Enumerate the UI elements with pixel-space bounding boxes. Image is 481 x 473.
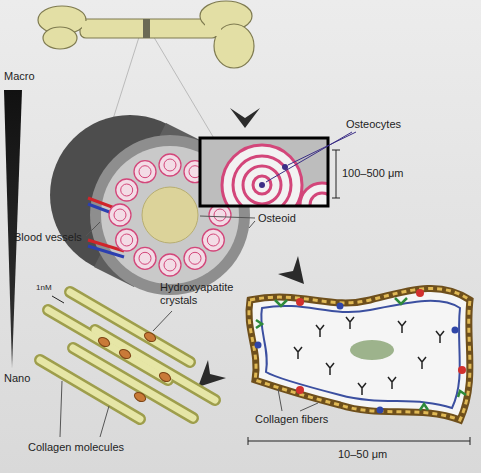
leader-line — [153, 311, 172, 331]
part-label: Blood vessels — [14, 231, 82, 244]
scale-label: Macro — [4, 70, 35, 83]
part-label: Hydroxyapatite crystals — [160, 281, 250, 307]
scale-bar — [52, 296, 64, 303]
scale-label: Nano — [4, 372, 30, 385]
chevron-arrow — [230, 108, 260, 128]
leader-line — [200, 216, 255, 218]
long-bone — [38, 1, 254, 68]
leader-line — [266, 132, 352, 182]
leader-line — [249, 221, 255, 228]
part-label: Collagen fibers — [255, 413, 328, 426]
scale-wedge — [4, 90, 22, 368]
leader-line — [288, 132, 356, 165]
leader-line — [86, 222, 100, 236]
osteon-inset — [200, 138, 344, 227]
scale-bar — [248, 437, 470, 445]
collagen-molecules — [40, 292, 215, 419]
dimension-label: 1nM — [36, 283, 52, 293]
bone-cut — [143, 19, 150, 38]
scale-bar — [332, 150, 340, 198]
dimension-label: 10–50 μm — [338, 448, 387, 461]
chevron-arrow — [198, 360, 226, 387]
part-label: Collagen molecules — [28, 441, 124, 454]
dimension-label: 100–500 μm — [342, 167, 403, 180]
hydroxyapatite-crystals — [97, 331, 172, 404]
part-label: Osteoid — [258, 212, 296, 225]
leader-line — [300, 403, 318, 411]
chevron-arrow — [278, 256, 304, 284]
leader-line — [100, 406, 109, 437]
leader-line — [278, 389, 282, 411]
leader-line — [60, 381, 62, 437]
osteocyte-cell — [249, 288, 470, 420]
part-label: Osteocytes — [346, 118, 401, 131]
